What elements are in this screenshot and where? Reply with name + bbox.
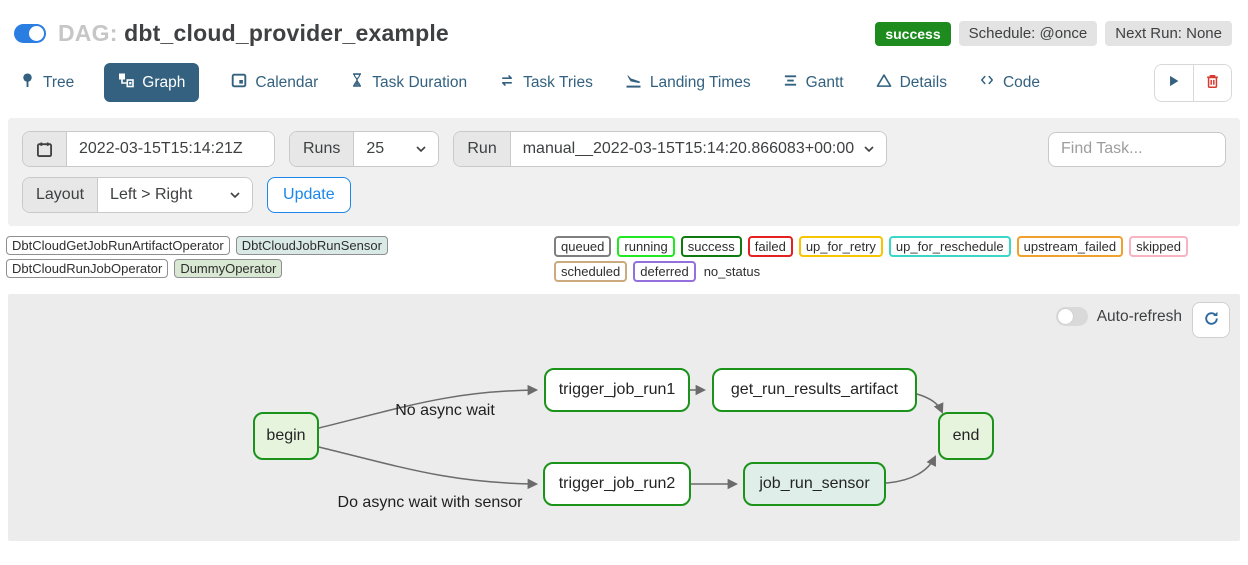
triangle-icon (876, 73, 892, 93)
status-legend-badge[interactable]: up_for_retry (798, 236, 883, 257)
update-button[interactable]: Update (267, 177, 351, 213)
play-icon (1167, 74, 1181, 91)
status-badge: success (875, 21, 951, 46)
operator-badge: DbtCloudJobRunSensor (235, 236, 388, 255)
landing-icon (625, 72, 642, 93)
layout-group: Layout Left > Right (22, 177, 254, 213)
chevron-down-icon (416, 145, 426, 153)
status-legend: queued running success failed up_for_ret… (554, 236, 1240, 282)
legend: DbtCloudGetJobRunArtifactOperator DbtClo… (6, 236, 1240, 282)
tab-label: Gantt (805, 73, 844, 91)
run-select[interactable]: manual__2022-03-15T15:14:20.866083+00:00 (510, 132, 887, 166)
dag-title-name: dbt_cloud_provider_example (124, 20, 449, 46)
layout-select[interactable]: Left > Right (98, 178, 253, 212)
operator-legend: DbtCloudGetJobRunArtifactOperator DbtClo… (6, 236, 548, 278)
edge-label-no-async-wait: No async wait (395, 402, 495, 419)
filter-panel: Runs 25 Run manual__2022-03-15T15:14:20.… (8, 118, 1240, 226)
tab-landing-times[interactable]: Landing Times (625, 63, 751, 102)
dag-pause-toggle[interactable] (14, 24, 46, 43)
tab-label: Code (1002, 73, 1041, 91)
code-icon (979, 73, 995, 92)
status-legend-badge[interactable]: upstream_failed (1016, 236, 1124, 257)
run-value: manual__2022-03-15T15:14:20.866083+00:00 (522, 140, 855, 157)
refresh-button[interactable] (1192, 302, 1230, 338)
status-legend-badge[interactable]: no_status (701, 262, 763, 281)
edge-label-do-async-wait: Do async wait with sensor (337, 494, 523, 511)
dag-node-job-run-sensor[interactable]: job_run_sensor (743, 462, 886, 506)
calendar-addon-icon[interactable] (23, 132, 67, 166)
dag-header: DAG: dbt_cloud_provider_example success … (0, 0, 1248, 51)
tab-gantt[interactable]: Gantt (783, 64, 844, 102)
tab-label: Details (899, 73, 947, 91)
status-legend-badge[interactable]: scheduled (554, 261, 628, 282)
layout-label: Layout (23, 178, 99, 212)
operator-badge: DummyOperator (174, 259, 283, 278)
tab-label: Graph (142, 73, 186, 91)
status-legend-badge[interactable]: running (617, 236, 675, 257)
layout-value: Left > Right (110, 186, 193, 203)
runs-select[interactable]: 25 (354, 132, 439, 166)
view-tabbar: Tree Graph Calendar Task Duration Task T… (0, 63, 1248, 102)
auto-refresh-toggle[interactable] (1055, 307, 1088, 326)
dag-title-prefix: DAG: (58, 20, 118, 46)
tab-graph[interactable]: Graph (104, 63, 200, 102)
find-task-input[interactable] (1048, 131, 1226, 167)
execution-date-group (22, 131, 275, 167)
status-legend-badge[interactable]: skipped (1129, 236, 1188, 257)
status-legend-badge[interactable]: deferred (633, 261, 696, 282)
dag-node-end[interactable]: end (938, 412, 994, 460)
trash-icon (1205, 73, 1220, 92)
runs-label: Runs (290, 132, 355, 166)
operator-badge: DbtCloudRunJobOperator (6, 259, 169, 278)
toggle-knob (29, 26, 44, 41)
auto-refresh-label: Auto-refresh (1096, 307, 1182, 325)
status-legend-badge[interactable]: queued (554, 236, 612, 257)
hourglass-icon (350, 72, 364, 93)
tab-task-duration[interactable]: Task Duration (350, 63, 467, 102)
chevron-down-icon (230, 191, 240, 199)
tab-code[interactable]: Code (979, 64, 1040, 101)
operator-badge: DbtCloudGetJobRunArtifactOperator (6, 236, 230, 255)
gantt-icon (783, 73, 798, 93)
tab-task-tries[interactable]: Task Tries (499, 64, 593, 102)
execution-date-input[interactable] (67, 132, 274, 166)
tab-details[interactable]: Details (876, 64, 947, 102)
refresh-icon (1203, 310, 1220, 330)
schedule-badge: Schedule: @once (958, 21, 1098, 46)
calendar-icon (231, 72, 247, 93)
status-legend-badge[interactable]: success (680, 236, 742, 257)
dag-graph-panel: begin trigger_job_run1 get_run_results_a… (8, 294, 1240, 541)
graph-icon (118, 72, 135, 93)
run-group: Run manual__2022-03-15T15:14:20.866083+0… (453, 131, 888, 167)
tab-tree[interactable]: Tree (20, 63, 74, 102)
runs-value: 25 (366, 140, 385, 157)
runs-group: Runs 25 (289, 131, 440, 167)
chevron-down-icon (864, 145, 874, 153)
page-title: DAG: dbt_cloud_provider_example (58, 20, 449, 47)
tab-label: Tree (43, 73, 75, 91)
tab-label: Landing Times (649, 73, 751, 91)
status-legend-badge[interactable]: up_for_reschedule (888, 236, 1011, 257)
tree-icon (20, 72, 35, 93)
tab-label: Task Duration (372, 73, 468, 91)
next-run-badge: Next Run: None (1105, 21, 1232, 46)
run-label: Run (454, 132, 511, 166)
repeat-icon (499, 73, 515, 93)
dag-node-trigger-job-run2[interactable]: trigger_job_run2 (543, 462, 691, 506)
dag-edges (318, 384, 944, 490)
delete-dag-button[interactable] (1193, 64, 1231, 101)
trigger-dag-button[interactable] (1155, 64, 1193, 101)
toggle-knob (1057, 309, 1073, 324)
tab-label: Task Tries (523, 73, 593, 91)
dag-node-get-run-results-artifact[interactable]: get_run_results_artifact (712, 368, 917, 412)
dag-node-begin[interactable]: begin (253, 412, 319, 460)
dag-node-trigger-job-run1[interactable]: trigger_job_run1 (544, 368, 690, 412)
tab-label: Calendar (255, 73, 319, 91)
tab-calendar[interactable]: Calendar (231, 63, 318, 102)
status-legend-badge[interactable]: failed (747, 236, 793, 257)
